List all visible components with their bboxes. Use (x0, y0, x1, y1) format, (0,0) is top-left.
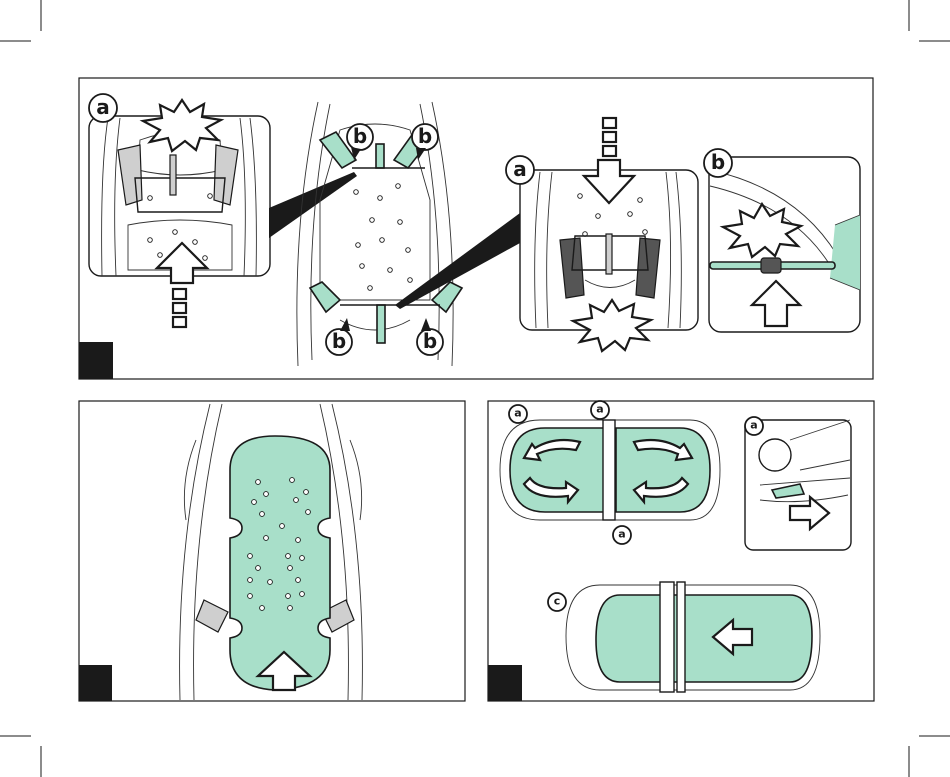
callout-a-2: a (506, 156, 534, 184)
callout-a-5: a (613, 526, 631, 544)
panel-carrycot: a a a a (488, 401, 874, 701)
callout-c: c (548, 593, 566, 611)
carrycot-open (500, 420, 720, 520)
svg-text:b: b (711, 150, 725, 174)
svg-text:c: c (554, 595, 561, 608)
svg-text:a: a (750, 419, 757, 432)
svg-text:b: b (418, 124, 432, 148)
svg-text:b: b (353, 124, 367, 148)
svg-text:b: b (423, 329, 437, 353)
detail-a-small (745, 420, 851, 550)
svg-text:b: b (332, 329, 346, 353)
step-number-block (79, 342, 113, 379)
callout-a-1: a (89, 94, 117, 122)
callout-a-4: a (591, 401, 609, 419)
step-number-block (79, 665, 112, 701)
seat-liner (230, 436, 330, 690)
svg-text:a: a (596, 403, 603, 416)
callout-a-3: a (509, 405, 527, 423)
step-number-block (488, 665, 522, 701)
panel-fit-liner (79, 401, 465, 701)
callout-b-5: b (704, 149, 732, 177)
svg-text:a: a (618, 528, 625, 541)
svg-text:a: a (96, 95, 110, 119)
svg-text:a: a (514, 407, 521, 420)
svg-text:a: a (513, 157, 527, 181)
callout-a-6: a (745, 417, 763, 435)
panel-remove-seat: a b (79, 78, 873, 379)
